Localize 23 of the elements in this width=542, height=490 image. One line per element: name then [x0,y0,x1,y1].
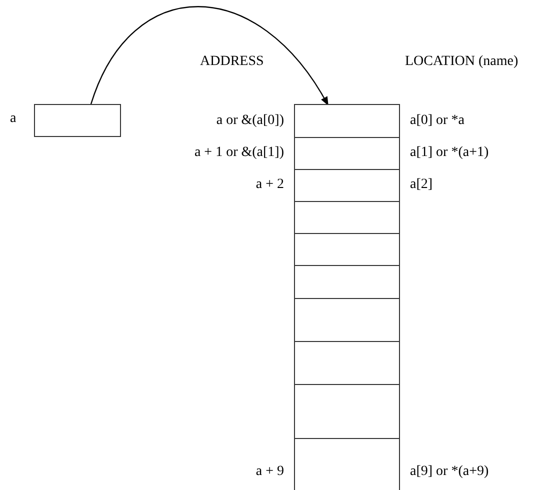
location-label: a[9] or *(a+9) [410,464,489,480]
array-cell [294,341,400,386]
array-cell [294,169,400,202]
array-cell [294,384,400,440]
array-cell [294,298,400,342]
address-label: a + 1 or &(a[1]) [194,145,284,161]
column-heading: ADDRESS [200,54,264,70]
array-cell [294,137,400,170]
array-cell [294,201,400,234]
address-label: a or &(a[0]) [216,112,284,128]
array-cell [294,233,400,266]
variable-name-label: a [10,111,16,127]
arrow [90,6,329,106]
column-heading: LOCATION (name) [405,54,518,70]
address-label: a + 9 [256,464,284,480]
address-label: a + 2 [256,177,284,193]
array-cell [294,265,400,300]
array-cell [294,104,400,138]
location-label: a[1] or *(a+1) [410,145,489,161]
location-label: a[2] [410,177,433,193]
array-cell [294,438,400,490]
pointer-variable-box [34,104,121,137]
location-label: a[0] or *a [410,112,464,128]
